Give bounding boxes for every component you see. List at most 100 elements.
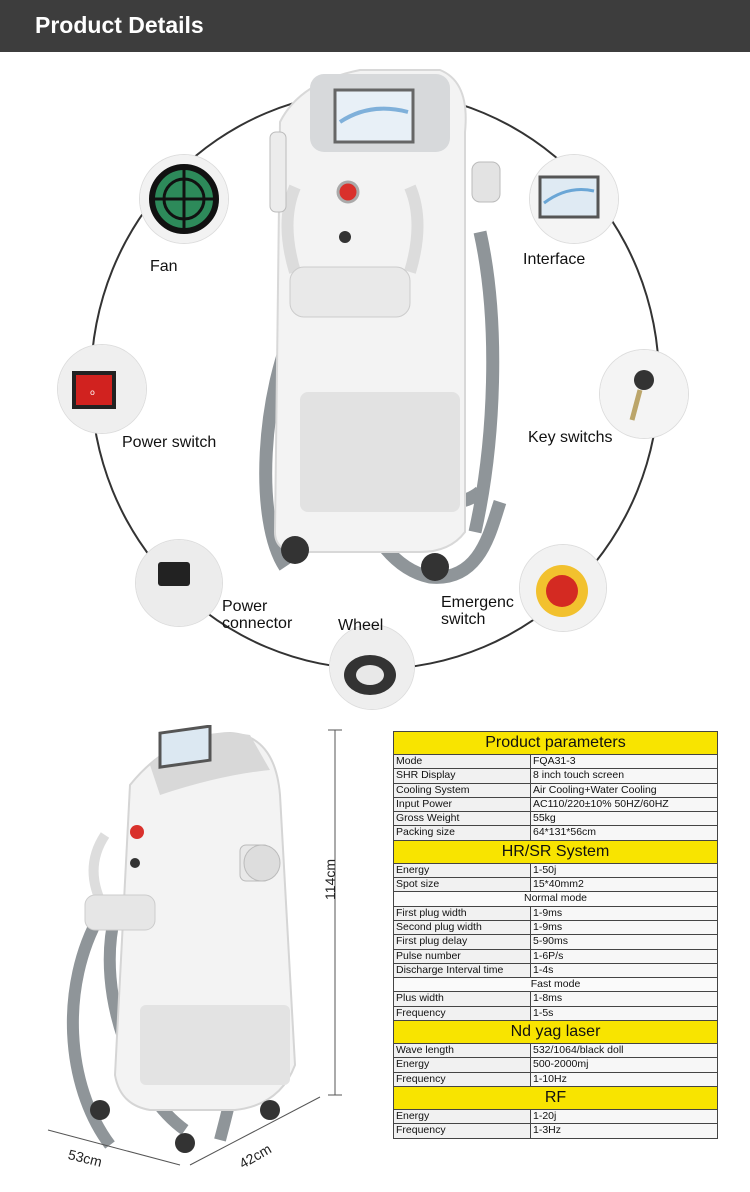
param-value: 1-10Hz [530,1071,718,1087]
param-value: 5-90ms [530,934,718,950]
param-value: FQA31-3 [530,753,718,770]
param-value: Air Cooling+Water Cooling [530,782,718,798]
interface-label: Interface [523,251,586,268]
param-name: Frequency [393,1123,531,1139]
param-name: Pulse number [393,948,531,964]
param-value: AC110/220±10% 50HZ/60HZ [530,796,718,813]
power-connector-bubble [136,540,222,626]
power-switch-label: Power switch [122,434,217,451]
param-value: 15*40mm2 [530,877,718,893]
param-name: Frequency [393,1005,531,1022]
param-name: Plus width [393,991,531,1007]
fan-icon [140,155,228,243]
param-value: 1-6P/s [530,948,718,964]
section-title: HR/SR System [393,839,718,864]
section-title: Nd yag laser [393,1020,718,1045]
param-value: 55kg [530,811,718,827]
param-value: 8 inch touch screen [530,768,718,784]
param-value: 1-20j [530,1108,718,1125]
section-header: Nd yag laser [393,1020,718,1045]
section-header: Product parameters [393,731,718,755]
param-value: 532/1064/black doll [530,1043,718,1059]
stop-button-icon [520,545,606,631]
machine-dimension-image [47,725,342,1166]
fan-bubble [140,155,228,243]
page-title: Product Details [35,12,204,38]
mode-title: Fast mode [393,977,718,993]
mode-title: Normal mode [393,891,718,907]
key-switch-label: Key switchs [528,429,613,446]
fan-label: Fan [150,258,178,275]
emergency-label: Emergenc switch [441,594,514,628]
param-name: Energy [393,862,531,879]
param-name: First plug delay [393,934,531,950]
wheel-label: Wheel [338,617,384,634]
param-name: Spot size [393,877,531,893]
svg-text:o: o [90,388,95,397]
section-title: RF [393,1085,718,1110]
power-switch-icon: o [58,345,146,433]
height-dimension: 114cm [322,859,338,900]
interface-bubble [530,155,618,243]
param-name: Gross Weight [393,811,531,827]
section-title: Product parameters [393,731,718,755]
mode-header: Fast mode [393,977,718,993]
key-icon [600,350,688,438]
param-name: First plug width [393,905,531,921]
param-name: Energy [393,1108,531,1125]
mode-header: Normal mode [393,891,718,907]
param-value: 500-2000mj [530,1057,718,1073]
param-name: Second plug width [393,919,531,936]
param-name: Mode [393,753,531,770]
param-value: 1-3Hz [530,1123,718,1139]
machine-image [259,69,507,584]
section-header: RF [393,1085,718,1110]
param-name: Wave length [393,1043,531,1059]
key-switch-bubble [600,350,688,438]
param-value: 1-4s [530,962,718,979]
param-value: 1-50j [530,862,718,879]
param-name: Energy [393,1057,531,1073]
param-value: 1-5s [530,1005,718,1022]
param-name: Packing size [393,825,531,841]
param-name: Input Power [393,796,531,813]
param-name: Discharge Interval time [393,962,531,979]
screen-icon [530,155,618,243]
param-value: 64*131*56cm [530,825,718,841]
param-name: Cooling System [393,782,531,798]
param-name: Frequency [393,1071,531,1087]
section-header: HR/SR System [393,839,718,864]
param-value: 1-9ms [530,919,718,936]
wheel-bubble [330,625,414,709]
param-value: 1-8ms [530,991,718,1007]
param-name: SHR Display [393,768,531,784]
header-bar: Product Details [0,0,750,52]
emergency-bubble [520,545,606,631]
power-connector-icon [136,540,222,626]
param-value: 1-9ms [530,905,718,921]
wheel-icon [330,625,414,709]
power-switch-bubble: o [58,345,146,433]
power-connector-label: Power connector [222,598,293,632]
